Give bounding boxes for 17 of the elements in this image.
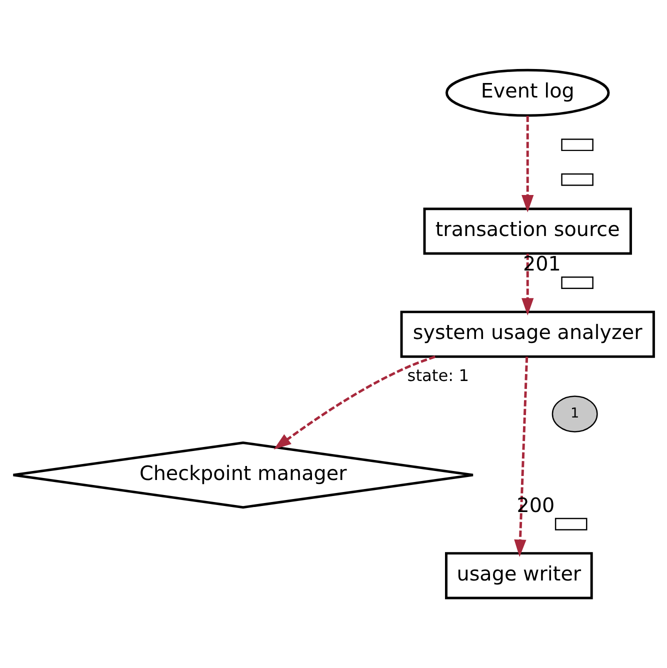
arrow xyxy=(522,254,534,316)
arrow xyxy=(514,356,528,558)
node-box xyxy=(561,173,594,186)
node-box: usage writer xyxy=(445,552,593,600)
node-box xyxy=(561,276,594,289)
arrow xyxy=(522,116,534,212)
node-label: 200 xyxy=(516,494,555,518)
edge-label: state: 1 xyxy=(407,366,470,385)
node-box: transaction source xyxy=(423,208,632,255)
node-box xyxy=(554,518,588,530)
node-label: 201 xyxy=(522,252,561,276)
node-ellipse: Event log xyxy=(445,68,610,117)
arrow xyxy=(274,356,436,450)
node-box xyxy=(561,138,594,152)
node-box: system usage analyzer xyxy=(400,310,655,358)
node-ellipse: 1 xyxy=(552,396,598,432)
node-diamond: Checkpoint manager xyxy=(12,441,474,509)
